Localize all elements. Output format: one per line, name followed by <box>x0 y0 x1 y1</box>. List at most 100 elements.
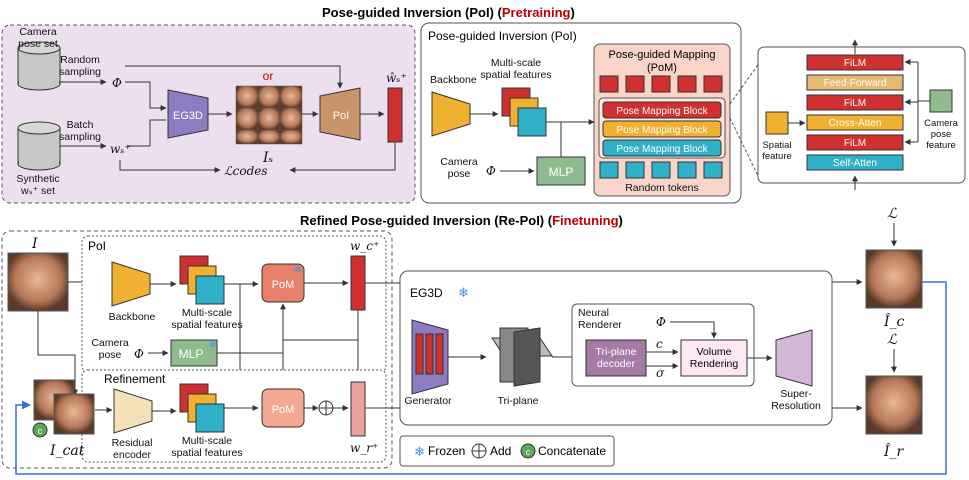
or-label: or <box>263 69 274 83</box>
triplane-label: Tri-plane <box>497 395 538 407</box>
super-resolution <box>775 329 813 387</box>
refinement-box <box>81 369 387 463</box>
input-image-label: I <box>31 236 38 252</box>
poi-box-title: Pose-guided Inversion (PoI) <box>428 29 577 43</box>
spatial-feature-square <box>765 111 789 135</box>
poi-top <box>319 87 361 141</box>
super-resolution-label: Super-Resolution <box>771 388 821 412</box>
input-face-image <box>7 252 69 312</box>
phi-bottom: Φ <box>134 347 144 361</box>
phi-poi: Φ <box>486 164 496 178</box>
pose-mapping-block-1-label: Pose Mapping Block <box>616 106 708 117</box>
add-operator <box>318 400 334 416</box>
ic-hat-label: Î_c <box>883 312 905 330</box>
ws-hat-label: ŵₛ⁺ <box>386 71 407 85</box>
detail-cross-atten <box>806 114 904 131</box>
phi-top: Φ <box>112 76 122 90</box>
output-face-r <box>865 375 923 435</box>
ir-hat-label: Î_r <box>883 442 905 460</box>
synthetic-face-grid <box>235 85 303 145</box>
wc-plus-label: w_c⁺ <box>350 239 379 253</box>
sigma-label: σ <box>656 366 665 380</box>
ws-plus-top: wₛ⁺ <box>110 142 131 156</box>
poi-bottom-box <box>81 235 387 373</box>
frozen-icon-pom: ❄ <box>294 265 302 276</box>
residual-encoder <box>113 388 153 434</box>
pom-refine-label: PoM <box>272 404 295 416</box>
detail-film-3-label: FiLM <box>844 138 866 149</box>
synthetic-set-cylinder <box>17 121 61 171</box>
legend-add-icon <box>471 443 487 459</box>
top-title: Pose-guided Inversion (PoI) (Pretraining… <box>322 5 575 20</box>
backbone-top <box>431 91 471 137</box>
feedback-loop <box>15 281 947 475</box>
random-tokens-label: Random tokens <box>625 182 699 194</box>
detail-self-atten-label: Self-Atten <box>833 158 877 169</box>
detail-film-1-label: FiLM <box>844 58 866 69</box>
concat-icon-letter: c <box>38 426 43 436</box>
pose-mapping-block-2 <box>602 120 722 138</box>
frozen-icon-mlp: ❄ <box>209 340 217 351</box>
pose-mapping-block-3 <box>602 139 722 157</box>
legend-box <box>399 435 615 467</box>
camera-pose-feature-square <box>929 89 953 113</box>
camera-pose-set-cylinder <box>17 41 61 91</box>
is-label: Iₛ <box>262 150 274 166</box>
feature-map-bottom-teal <box>195 275 225 305</box>
detail-feed-forward-label: Feed-Forward <box>824 78 887 89</box>
ws-hat-bar <box>387 87 403 143</box>
detail-cross-atten-label: Cross-Atten <box>829 118 882 129</box>
eg3d-box-title: EG3D <box>410 286 443 300</box>
refinement-title: Refinement <box>104 372 166 386</box>
pose-mapping-block-2-label: Pose Mapping Block <box>616 125 708 136</box>
detail-film-2-label: FiLM <box>844 98 866 109</box>
eg3d-top-label: EG3D <box>173 110 203 122</box>
detail-film-1 <box>806 54 904 71</box>
loss-codes: ℒcodes <box>224 164 268 178</box>
legend-concat-icon <box>520 443 536 459</box>
c-label: c <box>656 337 663 351</box>
wc-plus-bar <box>350 255 366 311</box>
legend-frozen-icon: ❄ <box>414 444 425 459</box>
pom-bottom-1-label: PoM <box>272 279 295 291</box>
refine-feature-teal <box>195 403 225 433</box>
triplane-decoder <box>585 339 647 377</box>
mlp-bottom-label: MLP <box>179 347 204 361</box>
loss-r: ℒ <box>887 332 898 348</box>
detail-film-2 <box>806 94 904 111</box>
detail-self-atten <box>806 154 904 171</box>
pose-mapping-block-1 <box>602 101 722 119</box>
pom-title: Pose-guided Mapping(PoM) <box>608 49 715 74</box>
volume-rendering <box>680 339 748 377</box>
bottom-title: Refined Pose-guided Inversion (Re-PoI) (… <box>300 213 623 228</box>
backbone-bottom-label: Backbone <box>109 311 156 323</box>
random-tokens-row <box>599 161 723 179</box>
loss-c: ℒ <box>887 206 898 222</box>
generator-label: Generator <box>404 395 452 407</box>
feature-map-teal <box>517 107 547 137</box>
poi-top-label: PoI <box>333 110 350 122</box>
legend-add-label: Add <box>490 444 511 458</box>
phi-renderer: Φ <box>656 315 666 329</box>
frozen-icon-eg3d: ❄ <box>458 285 469 300</box>
backbone-bottom <box>111 261 151 307</box>
backbone-top-label: Backbone <box>430 74 477 86</box>
poi-bottom-title: PoI <box>88 239 106 253</box>
concat-icon <box>32 422 48 438</box>
mlp-top-label: MLP <box>549 165 574 179</box>
output-tokens-row <box>599 75 723 93</box>
